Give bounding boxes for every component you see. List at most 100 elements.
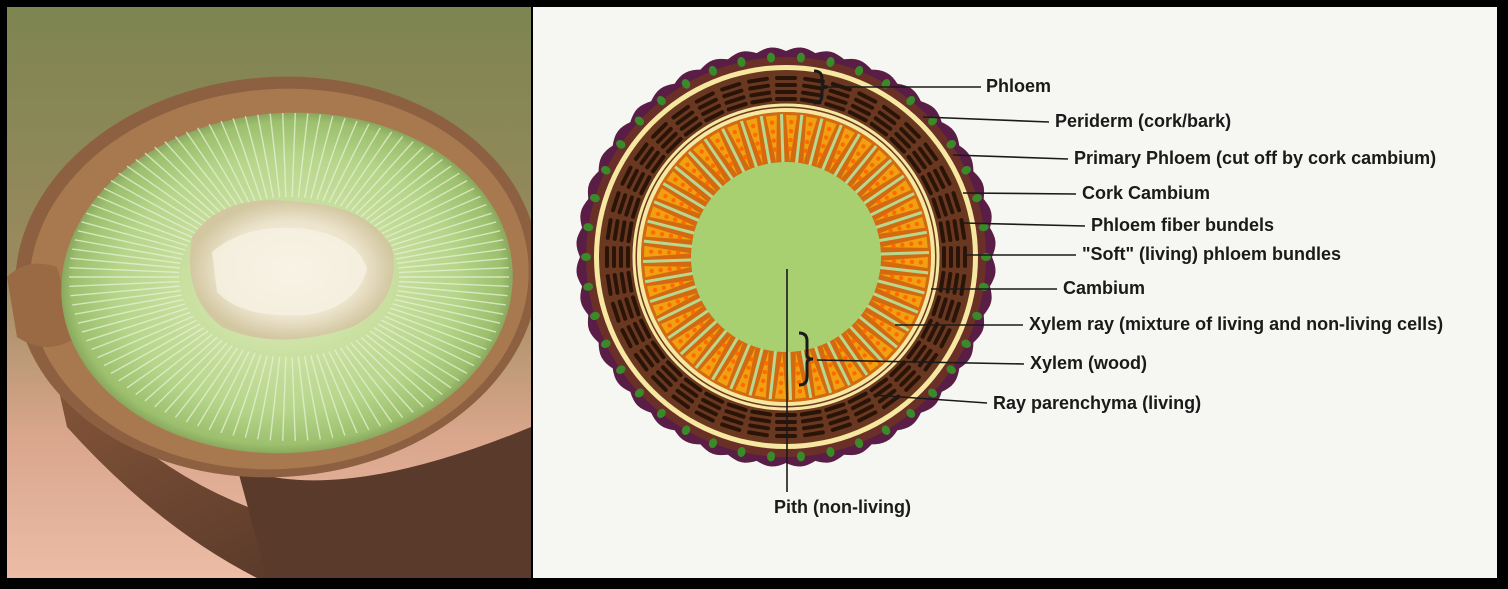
cork-cell xyxy=(589,193,600,203)
wood-ray-line xyxy=(154,339,223,408)
xylem-vessel-dot xyxy=(812,368,817,373)
phloem-fiber-bar xyxy=(800,416,823,424)
leader-primary-phloem xyxy=(952,154,1069,160)
wood-ray-line xyxy=(103,187,197,235)
diagram-drawing xyxy=(576,47,1086,492)
wood-ray-line xyxy=(297,113,309,198)
phloem-fiber-bar xyxy=(881,104,901,120)
leader-cork-cambium xyxy=(962,192,1077,195)
phloem-fiber-bar xyxy=(639,348,655,368)
xylem-vessel-dot xyxy=(703,340,709,345)
label-periderm: Periderm (cork/bark) xyxy=(1055,111,1232,131)
wood-ray-line xyxy=(365,333,443,396)
wood-ray-line xyxy=(69,280,180,288)
wood-ray-line xyxy=(350,141,414,212)
xylem-vessel-dot xyxy=(882,176,887,181)
phloem-fiber-bar xyxy=(651,375,668,392)
phloem-fiber-bar xyxy=(656,370,673,387)
wood-ray-line xyxy=(360,336,434,402)
xylem-vessel-dot xyxy=(875,340,881,346)
xylem-vessel-dot xyxy=(681,220,686,225)
xylem-vessel-dot xyxy=(687,206,692,211)
label-phloem: Phloem xyxy=(986,76,1052,96)
xylem-vessel-dot xyxy=(862,353,867,358)
xylem-vessel-dot xyxy=(852,371,857,376)
xylem-vessel-dot xyxy=(918,240,923,246)
xylem-vessel-dot xyxy=(710,163,716,168)
xylem-vessel-dot xyxy=(856,151,861,156)
wood-ray-line xyxy=(355,146,424,215)
xylem-ray-line xyxy=(729,341,752,390)
xylem-vessel-dot xyxy=(675,299,680,304)
xylem-vessel-dot xyxy=(863,169,869,174)
phloem-fiber-bar xyxy=(944,193,955,215)
xylem-ray-line xyxy=(644,271,696,284)
xylem-vessel-dot xyxy=(692,327,697,333)
wood-ray-line xyxy=(390,307,492,342)
xylem-ray-line xyxy=(647,219,698,236)
wood-ray-line xyxy=(328,123,370,203)
phloem-fiber-bar xyxy=(626,270,634,293)
phloem-fiber-bar xyxy=(748,83,770,91)
phloem-fiber-bar xyxy=(704,110,725,123)
label-soft-phloem: "Soft" (living) phloem bundles xyxy=(1082,244,1342,264)
cork-cell xyxy=(906,408,916,419)
xylem-vessel-dot xyxy=(836,150,841,155)
wood-ray-line xyxy=(316,354,346,436)
phloem-fiber-bar xyxy=(633,352,649,372)
phloem-fiber-bar xyxy=(869,121,889,137)
phloem-fiber-bar xyxy=(651,122,668,139)
xylem-ray-line xyxy=(807,118,824,169)
phloem-fiber-bar xyxy=(824,402,846,413)
xylem-ray-line xyxy=(836,331,869,376)
cork-cell xyxy=(972,193,983,203)
xylem-vessel-dot xyxy=(821,143,826,149)
cork-cell xyxy=(616,365,626,375)
xylem-vessel-dot xyxy=(824,135,829,140)
xylem-ray-line xyxy=(847,323,885,364)
wood-ray-line xyxy=(322,352,358,434)
xylem-vessel-dot xyxy=(831,371,837,376)
xylem-vessel-dot xyxy=(716,170,721,175)
xylem-vessel-dot xyxy=(818,152,823,157)
phloem-fiber-bar xyxy=(830,422,852,433)
phloem-fiber-bar xyxy=(775,413,797,417)
cork-cell xyxy=(972,311,983,321)
wood-ray-line xyxy=(339,347,393,423)
xylem-ray-line xyxy=(739,120,759,171)
wood-ray-line xyxy=(232,354,262,436)
xylem-vessel-dot xyxy=(900,186,905,191)
cork-cell xyxy=(978,223,989,232)
xylem-ray-line xyxy=(813,343,833,394)
xylem-ray-line xyxy=(662,182,708,212)
xylem-vessel-dot xyxy=(832,158,837,163)
phloem-fiber-bar xyxy=(630,197,641,219)
xylem-vessel-dot xyxy=(857,176,863,181)
wood-ray-line xyxy=(310,116,334,199)
phloem-fiber-bar xyxy=(683,377,703,393)
xylem-vessel-dot xyxy=(794,362,800,367)
xylem-vessel-dot xyxy=(743,374,748,379)
wood-ray-line xyxy=(394,230,501,256)
xylem-vessel-dot xyxy=(670,283,675,288)
xylem-ray-line xyxy=(679,318,720,356)
soft-phloem-ring xyxy=(632,103,940,411)
phloem-fiber-bar xyxy=(619,220,627,243)
phloem-fiber-bar xyxy=(894,131,912,149)
phloem-fiber-bar xyxy=(701,397,722,411)
phloem-fiber-bar xyxy=(920,175,933,196)
wood-ray-line xyxy=(97,195,194,239)
phloem-fiber-bar xyxy=(826,409,848,419)
pith-disc xyxy=(691,162,881,352)
wood-ray-line xyxy=(164,141,228,212)
phloem-fiber-bar xyxy=(857,410,878,423)
wood-ray-line xyxy=(396,294,504,315)
wood-ray-line xyxy=(360,152,434,218)
phloem-fiber-bar xyxy=(605,218,613,240)
xylem-vessel-dot xyxy=(658,267,663,273)
xylem-vessel-dot xyxy=(691,168,697,174)
cork-cell xyxy=(583,223,594,232)
wood-ray-line xyxy=(334,349,381,427)
xylem-vessel-dot xyxy=(732,129,737,135)
phloem-fiber-bar xyxy=(671,394,691,410)
